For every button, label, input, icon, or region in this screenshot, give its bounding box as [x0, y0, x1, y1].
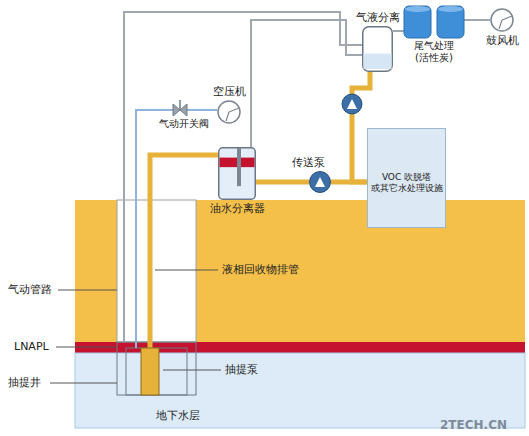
node-label: 油水分离器	[210, 202, 265, 215]
pneumatic-valve: 气动开关阀	[173, 104, 187, 116]
fan-housing	[218, 101, 240, 123]
tank-body	[219, 148, 256, 200]
shape-outline	[362, 26, 393, 72]
part-label: 抽提井	[8, 376, 41, 389]
node-label: 尾气处理 (活性炭)	[401, 40, 467, 64]
node-label: 气液分离	[356, 11, 400, 24]
pipe-connector	[464, 19, 490, 21]
part-label: 气动管路	[8, 283, 52, 296]
carbon-vessel-top	[438, 6, 463, 12]
part-label: 抽提泵	[225, 363, 258, 376]
fan-mark	[499, 16, 512, 29]
offgas-treatment: 尾气处理 (活性炭)	[404, 4, 464, 38]
pipe-connector	[256, 180, 309, 185]
pump-body	[310, 172, 331, 193]
node-label: VOC 吹脱塔 或其它水处理设施	[367, 128, 446, 194]
leader-line	[56, 347, 117, 348]
vapor-line	[124, 12, 362, 342]
part-label: 液相回收物排管	[222, 263, 299, 276]
pump-symbol	[342, 94, 362, 114]
shape-outline	[404, 4, 464, 38]
shape-outline	[218, 147, 256, 200]
shape-outline	[217, 100, 241, 124]
node-label: 鼓风机	[486, 34, 519, 47]
tank-body	[363, 27, 393, 72]
baffle	[237, 148, 241, 186]
treatment-unit: VOC 吹脱塔 或其它水处理设施	[367, 128, 446, 228]
watermark: 2TECH.CN	[440, 418, 507, 432]
pipe-connector	[187, 109, 217, 111]
node-label: 传送泵	[292, 156, 325, 169]
carbon-vessel-top	[405, 6, 430, 12]
valve-stem	[179, 100, 181, 110]
well-screen	[117, 342, 196, 395]
well-casing	[117, 200, 196, 342]
carbon-vessel	[404, 6, 431, 38]
oil-water-separator: 油水分离器	[218, 147, 256, 200]
fan-mark	[226, 108, 239, 121]
liquid-level	[364, 54, 392, 69]
air-line	[136, 110, 173, 348]
node-label: 气动开关阀	[159, 118, 209, 130]
fan-housing	[491, 9, 513, 31]
air-compressor: 空压机	[217, 100, 241, 124]
liquid-discharge-pipe	[150, 155, 218, 348]
transfer-pump: 传送泵	[309, 171, 331, 193]
pump-mark	[315, 177, 325, 187]
pipe-connector	[393, 30, 404, 32]
shape-outline	[173, 104, 187, 116]
soil-layer	[75, 200, 525, 342]
shape-outline	[309, 171, 331, 193]
well-screen-inner	[126, 348, 187, 395]
leader-line	[155, 270, 218, 271]
gas-liquid-separator: 气液分离	[362, 26, 393, 72]
leader-line	[50, 383, 117, 384]
shape-outline	[490, 8, 514, 32]
layer-label: LNAPL	[14, 340, 49, 353]
unit-box	[368, 129, 446, 228]
extraction-pump	[141, 348, 159, 395]
node-label: 空压机	[213, 85, 246, 98]
carbon-vessel	[437, 6, 464, 38]
leader-line	[163, 370, 221, 371]
pipe-connector	[251, 20, 362, 147]
blower: 鼓风机	[490, 8, 514, 32]
layer-label: 地下水层	[156, 409, 200, 422]
leader-line	[58, 290, 117, 291]
pump-symbol-mark	[347, 99, 357, 109]
